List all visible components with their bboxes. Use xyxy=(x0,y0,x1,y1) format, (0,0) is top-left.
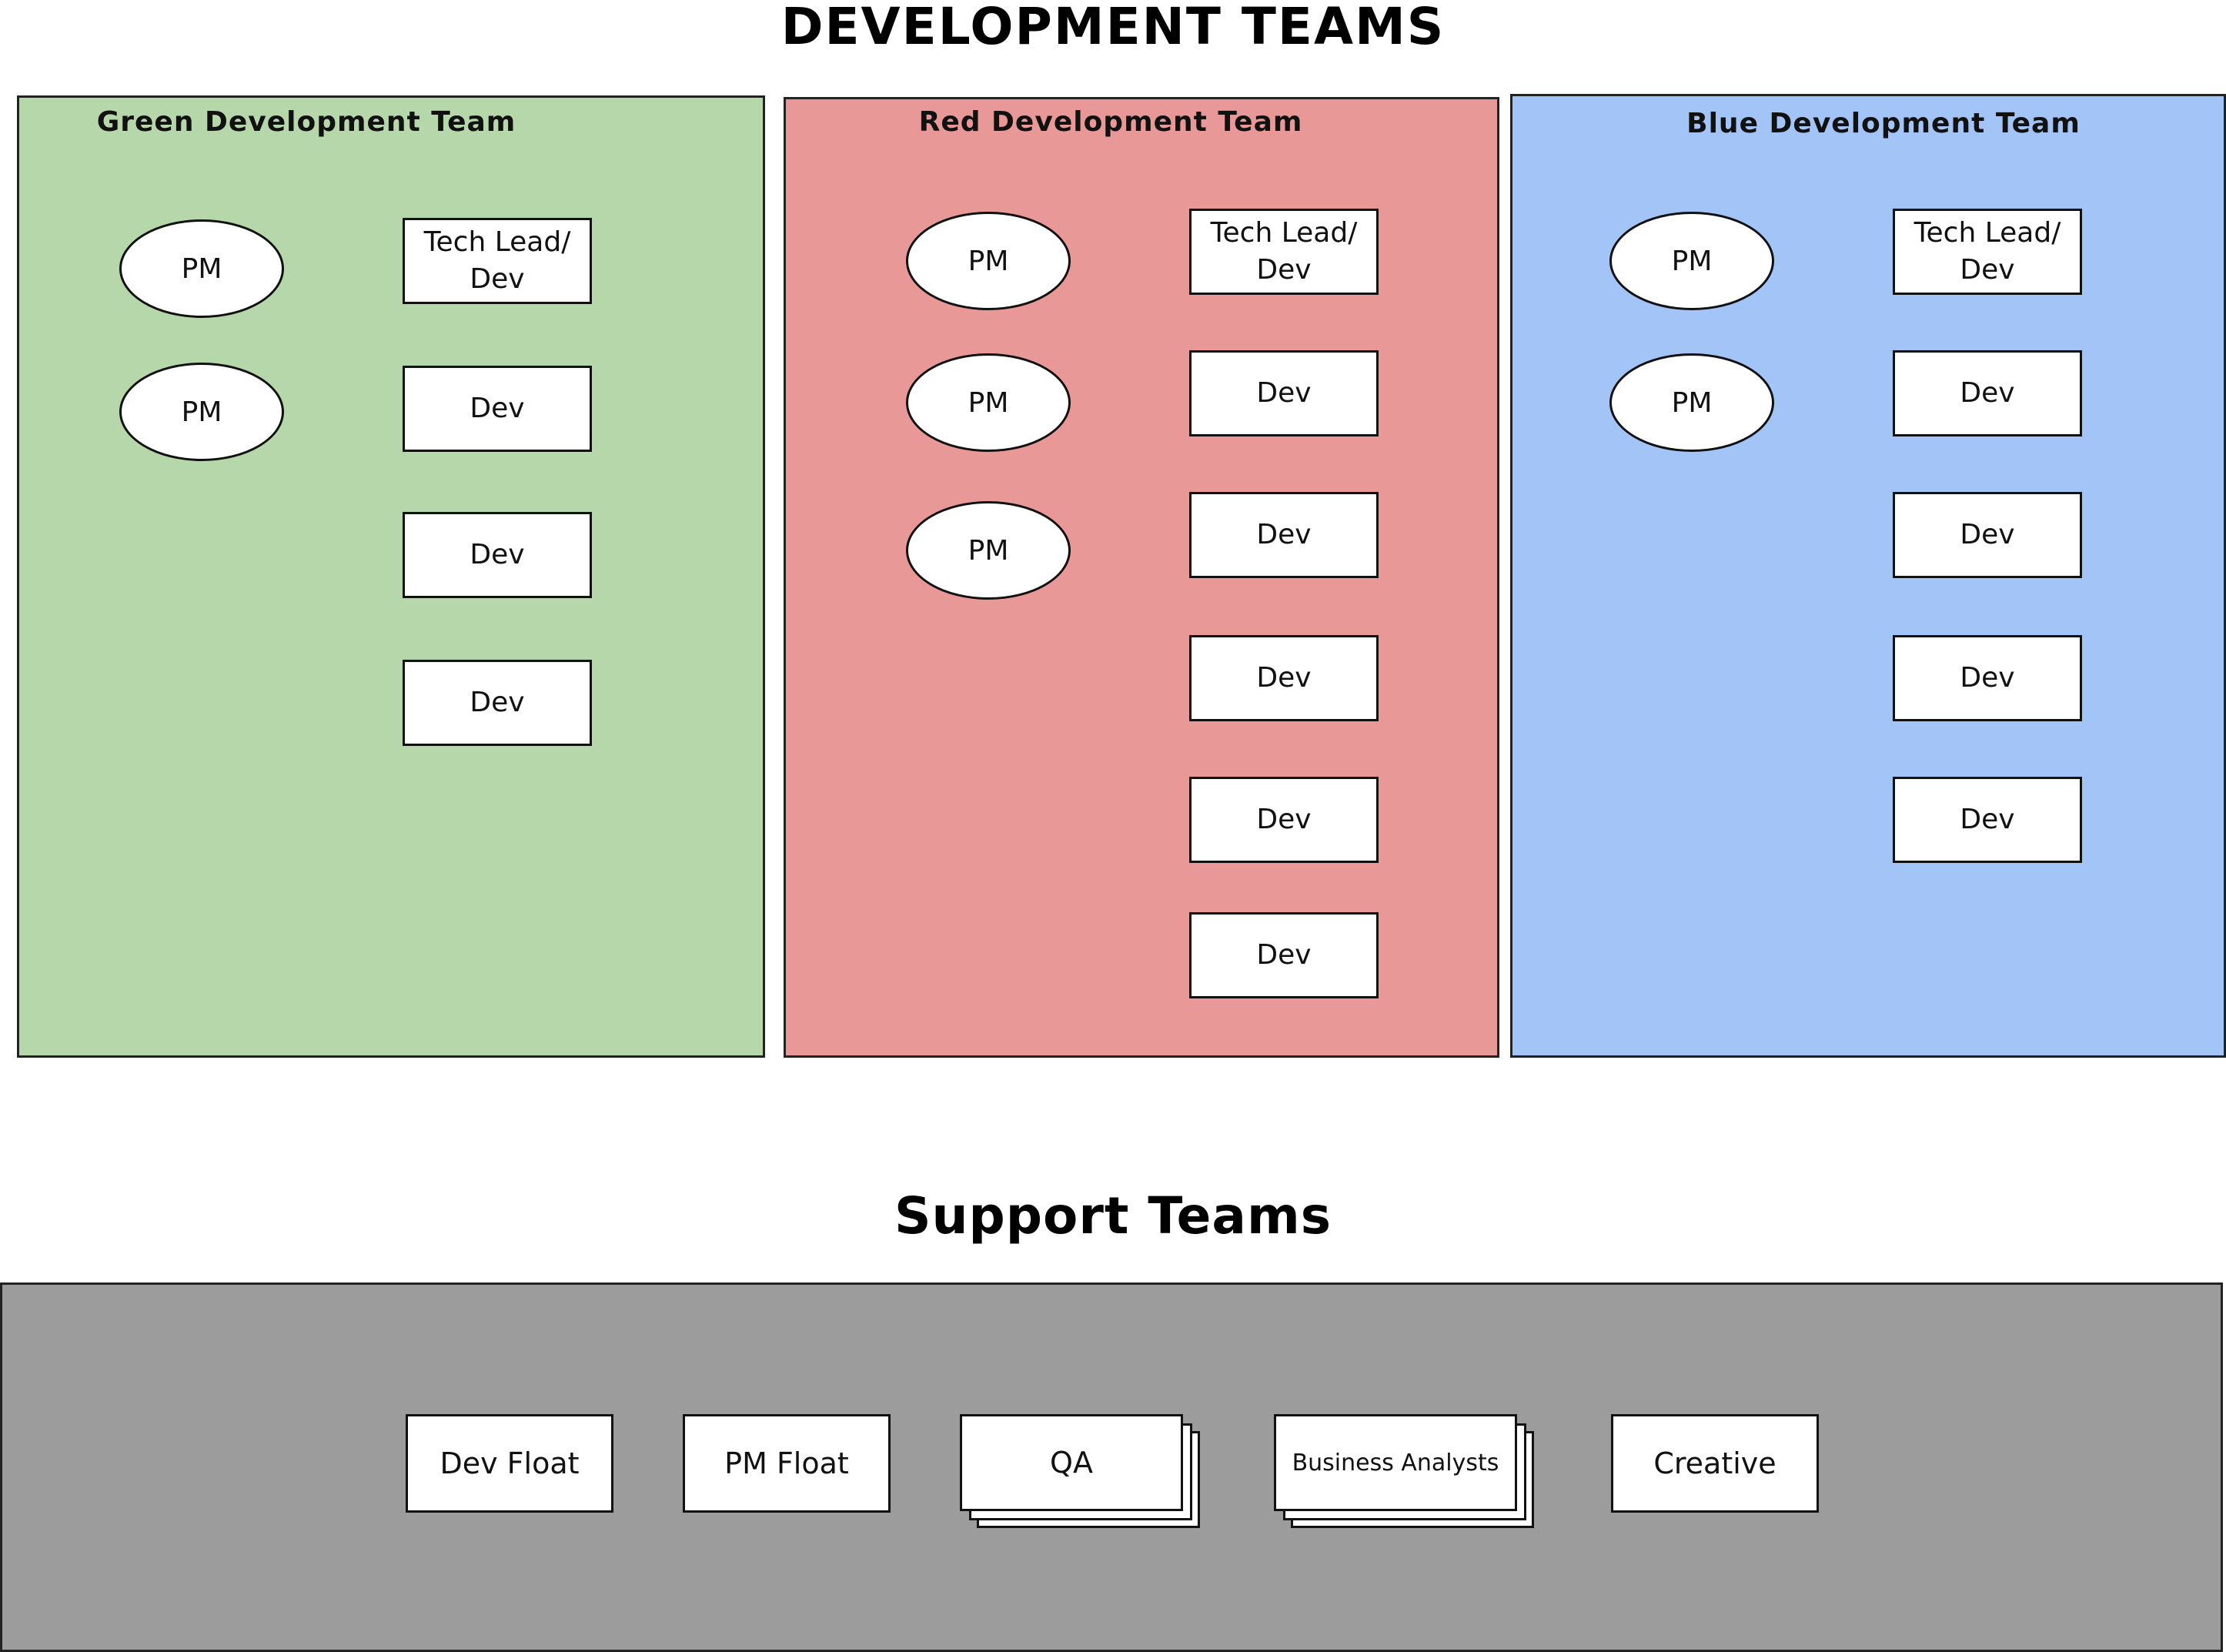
business-analysts-node: Business Analysts xyxy=(1274,1414,1517,1511)
role-node: Dev xyxy=(403,512,592,598)
pm-node: PM xyxy=(1609,212,1774,310)
pm-node: PM xyxy=(119,219,284,318)
role-node: Dev xyxy=(1189,912,1379,998)
team-green: Green Development Team PM PM Tech Lead/ … xyxy=(17,95,765,1058)
qa-label: QA xyxy=(1050,1446,1093,1480)
qa-node: QA xyxy=(960,1414,1183,1511)
development-teams-title: DEVELOPMENT TEAMS xyxy=(780,0,1446,56)
role-node: Tech Lead/ Dev xyxy=(1189,209,1379,295)
pm-float-node: PM Float xyxy=(683,1414,891,1513)
pm-node: PM xyxy=(906,212,1071,310)
role-node: Tech Lead/ Dev xyxy=(403,218,592,304)
role-node: Dev xyxy=(1189,350,1379,436)
team-red: Red Development Team PM PM PM Tech Lead/… xyxy=(784,97,1499,1058)
business-analysts-label: Business Analysts xyxy=(1292,1449,1499,1476)
role-node: Tech Lead/ Dev xyxy=(1893,209,2082,295)
role-node: Dev xyxy=(1893,350,2082,436)
business-analysts-stack: Business Analysts xyxy=(1274,1414,1534,1530)
role-node: Dev xyxy=(403,366,592,452)
qa-stack: QA xyxy=(960,1414,1206,1530)
pm-node: PM xyxy=(119,363,284,461)
role-node: Dev xyxy=(1189,635,1379,721)
team-title: Blue Development Team xyxy=(1686,108,2081,139)
support-teams-title: Support Teams xyxy=(894,1186,1332,1246)
pm-node: PM xyxy=(1609,353,1774,452)
team-title: Green Development Team xyxy=(96,106,516,138)
support-teams-panel: Dev Float PM Float QA Business Analysts … xyxy=(0,1282,2223,1652)
team-blue: Blue Development Team PM PM Tech Lead/ D… xyxy=(1510,94,2226,1058)
role-node: Dev xyxy=(1893,492,2082,578)
team-title: Red Development Team xyxy=(918,106,1303,138)
dev-float-node: Dev Float xyxy=(406,1414,613,1513)
role-node: Dev xyxy=(1189,777,1379,863)
role-node: Dev xyxy=(1189,492,1379,578)
pm-node: PM xyxy=(906,501,1071,600)
role-node: Dev xyxy=(1893,777,2082,863)
creative-node: Creative xyxy=(1611,1414,1819,1513)
role-node: Dev xyxy=(403,660,592,746)
role-node: Dev xyxy=(1893,635,2082,721)
pm-node: PM xyxy=(906,353,1071,452)
